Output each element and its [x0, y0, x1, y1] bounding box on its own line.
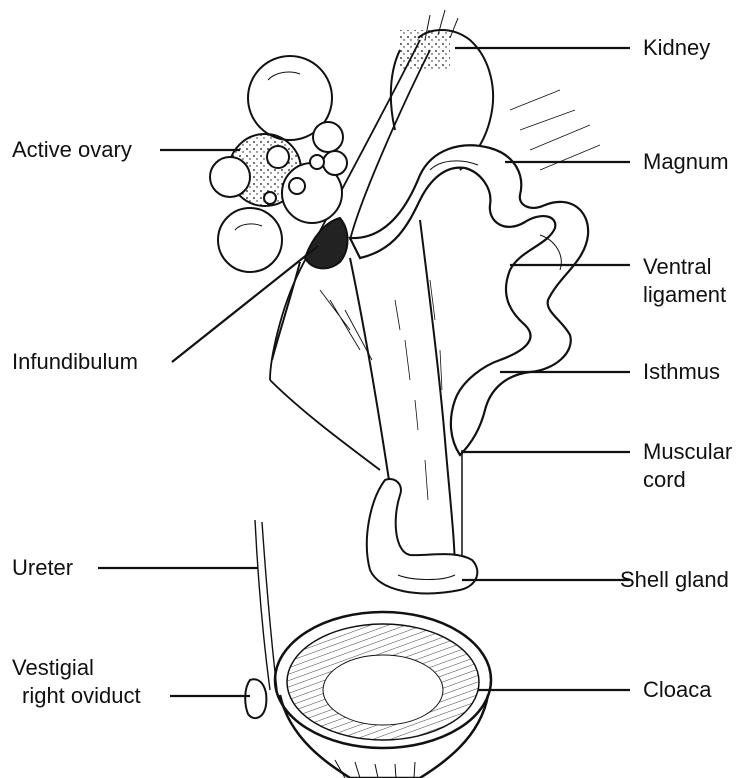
label-ventral-ligament-line1: Ventral — [643, 254, 712, 280]
label-infundibulum: Infundibulum — [12, 349, 138, 375]
label-shell-gland: Shell gland — [620, 567, 729, 593]
label-vestigial-line1: Vestigial — [12, 655, 162, 681]
label-cloaca: Cloaca — [643, 677, 711, 703]
shell-gland-drawing — [367, 479, 478, 593]
cloaca-drawing — [275, 612, 491, 778]
label-vestigial-line2: right oviduct — [22, 683, 141, 709]
label-kidney: Kidney — [643, 35, 710, 61]
infundibulum-drawing — [272, 218, 348, 360]
label-magnum: Magnum — [643, 149, 729, 175]
magnum-drawing — [350, 145, 588, 455]
leader-lines — [98, 48, 630, 696]
label-muscular-cord-line1: Muscular — [643, 439, 732, 465]
vestigial-oviduct-drawing — [245, 679, 266, 718]
label-muscular-cord-line2: cord — [643, 467, 686, 493]
ureter-drawing — [255, 520, 277, 690]
label-active-ovary: Active ovary — [12, 137, 132, 163]
label-isthmus: Isthmus — [643, 359, 720, 385]
label-ventral-ligament-line2: ligament — [643, 282, 726, 308]
oviduct-body — [350, 220, 462, 580]
label-ureter: Ureter — [12, 555, 73, 581]
